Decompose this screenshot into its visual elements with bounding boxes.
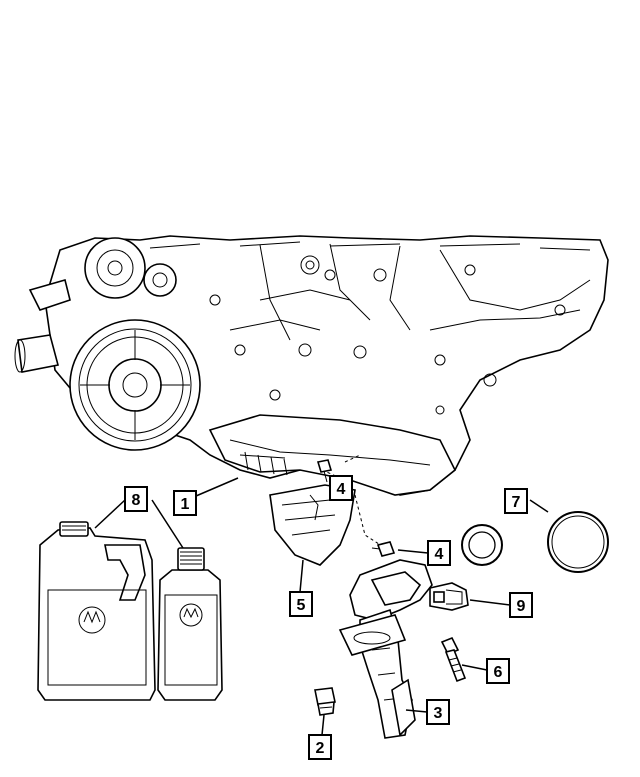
- callout-6-label: 6: [494, 664, 503, 681]
- oil-bottles-part-8: [37, 521, 223, 701]
- callout-4b-label: 4: [435, 546, 444, 563]
- engine-assembly-illustration: [14, 235, 609, 496]
- bolt-part-4b-illustration: [371, 541, 396, 557]
- callout-2-label: 2: [316, 740, 325, 757]
- callout-2: 2: [308, 734, 332, 760]
- callout-4b: 4: [427, 540, 451, 566]
- callout-9: 9: [509, 592, 533, 618]
- callout-9-label: 9: [517, 598, 526, 615]
- callout-7: 7: [504, 488, 528, 514]
- oil-pickup-part-3: [338, 559, 433, 739]
- callout-5-label: 5: [297, 597, 306, 614]
- callout-5: 5: [289, 591, 313, 617]
- o-ring-part-7: [547, 511, 609, 573]
- callout-8-label: 8: [132, 492, 141, 509]
- gasket-ring-illustration: [461, 524, 503, 566]
- callout-8: 8: [124, 486, 148, 512]
- callout-4a: 4: [329, 475, 353, 501]
- callout-4a-label: 4: [337, 481, 346, 498]
- callout-6: 6: [486, 658, 510, 684]
- bolt-part-4a-illustration: [316, 459, 333, 483]
- callout-3: 3: [426, 699, 450, 725]
- callout-7-label: 7: [512, 494, 521, 511]
- sensor-part-9: [429, 582, 469, 611]
- callout-1: 1: [173, 490, 197, 516]
- callout-3-label: 3: [434, 705, 443, 722]
- drain-plug-part-2: [314, 687, 336, 716]
- bolt-part-6: [440, 636, 467, 683]
- callout-1-label: 1: [181, 496, 190, 513]
